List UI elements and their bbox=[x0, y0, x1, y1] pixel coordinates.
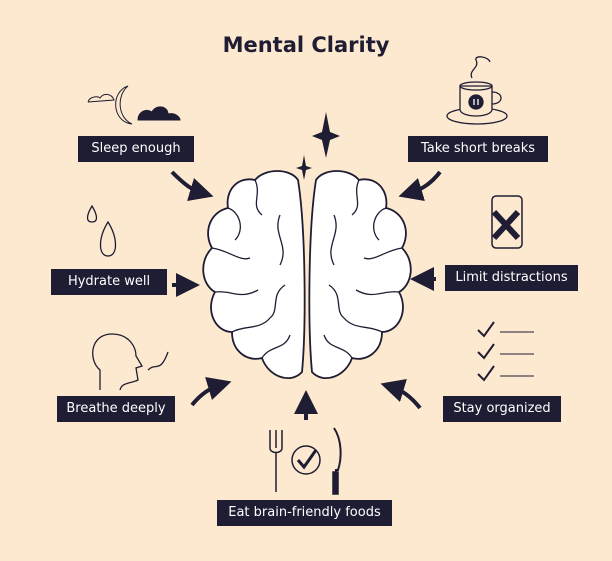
breathing-head-icon bbox=[92, 333, 169, 391]
tip-limit-distractions: Limit distractions bbox=[445, 265, 578, 291]
fork-knife-check-icon bbox=[269, 427, 342, 495]
tip-take-short-breaks: Take short breaks bbox=[408, 136, 548, 162]
tip-sleep-enough: Sleep enough bbox=[78, 136, 194, 162]
tip-hydrate-well: Hydrate well bbox=[51, 269, 167, 295]
moon-cloud-icon bbox=[87, 85, 181, 125]
tip-stay-organized: Stay organized bbox=[443, 396, 561, 422]
tip-breathe-deeply: Breathe deeply bbox=[57, 396, 175, 422]
page-title: Mental Clarity bbox=[222, 33, 390, 57]
checklist-icon bbox=[477, 321, 534, 382]
phone-cross-icon bbox=[491, 195, 523, 249]
sparkle-icon bbox=[296, 155, 312, 180]
sparkle-icon bbox=[312, 112, 340, 158]
tip-eat-brain-friendly-foods: Eat brain-friendly foods bbox=[217, 500, 392, 526]
arrows bbox=[170, 170, 442, 420]
coffee-cup-icon bbox=[446, 56, 508, 125]
water-drops-icon bbox=[86, 204, 117, 257]
brain-icon bbox=[202, 170, 412, 379]
